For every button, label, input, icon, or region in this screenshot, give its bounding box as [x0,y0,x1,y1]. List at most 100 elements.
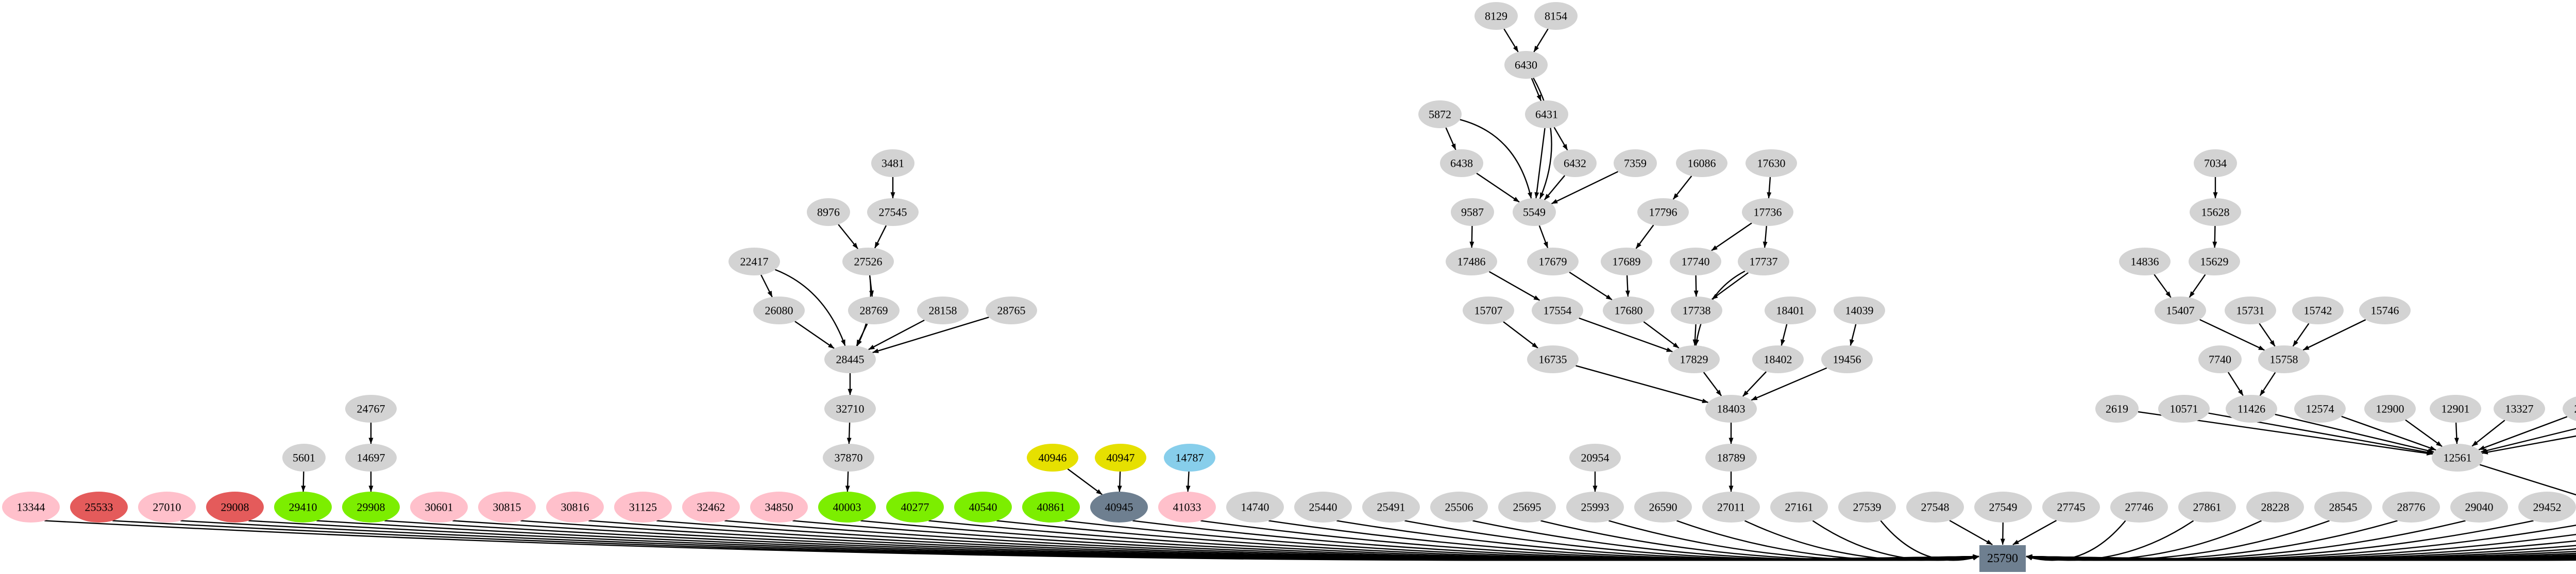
node-label: 27010 [153,501,181,514]
node-label: 15407 [2166,304,2195,317]
graph-edge [1488,271,1540,301]
node-ellipse [1534,2,1578,30]
node-ellipse [2246,492,2304,523]
graph-node-32462: 32462 [682,492,740,523]
graph-node-12574: 12574 [2294,395,2346,423]
node-ellipse [2095,395,2139,423]
graph-edge [1445,127,1456,150]
graph-node-28545: 28545 [2314,492,2372,523]
graph-edge-to-sink [2026,520,2194,561]
node-label: 32462 [697,501,725,514]
node-label: 2619 [2106,403,2128,415]
node-label: 11426 [2238,403,2265,415]
graph-edge [1569,271,1613,301]
node-label: 15629 [2200,255,2229,268]
node-label: 28545 [2329,501,2358,514]
node-label: 31125 [629,501,657,514]
graph-node-27545: 27545 [867,198,919,226]
node-ellipse [1742,198,1793,226]
graph-node-14697: 14697 [345,444,397,472]
graph-node-25440: 25440 [1294,492,1352,523]
node-ellipse [1362,492,1420,523]
graph-edge [1534,128,1546,199]
node-label: 17554 [1544,304,1572,317]
node-ellipse [2494,395,2545,423]
node-ellipse [1745,149,1797,177]
node-ellipse [1527,345,1579,373]
node-ellipse [1475,2,1518,30]
graph-node-29410: 29410 [274,492,332,523]
node-label: 17738 [1683,304,1711,317]
node-label: 27745 [2057,501,2086,514]
node-label: 25506 [1445,501,1473,514]
node-ellipse [1027,444,1078,472]
graph-edge-to-sink [1880,520,1979,561]
node-ellipse [2292,297,2344,324]
graph-node-30816: 30816 [546,492,604,523]
graph-edge [794,321,835,349]
graph-node-5872: 5872 [1418,100,1462,128]
node-label: 41033 [1173,501,1201,514]
node-label: 27526 [854,255,883,268]
graph-node-18401: 18401 [1765,297,1816,324]
node-label: 15731 [2236,304,2265,317]
node-label: 26080 [765,304,793,317]
node-ellipse [2110,492,2168,523]
node-ellipse [1446,248,1497,275]
node-label: 27549 [1989,501,2018,514]
node-label: 27861 [2193,501,2222,514]
graph-edge [1781,324,1788,346]
graph-edge-to-sink [1812,520,1979,561]
node-label: 29452 [2533,501,2562,514]
node-ellipse [2314,492,2372,523]
node-ellipse [2432,444,2483,472]
graph-node-17737: 17737 [1738,248,1789,275]
node-label: 25695 [1513,501,1541,514]
graph-node-40945: 40945 [1090,492,1148,523]
node-label: 6432 [1564,157,1586,170]
node-ellipse [1430,492,1488,523]
node-ellipse [2258,345,2310,373]
node-ellipse [1090,492,1148,523]
graph-edge [760,274,773,298]
node-ellipse [1671,297,1722,324]
graph-node-15628: 15628 [2190,198,2241,226]
graph-edge [1067,468,1103,495]
graph-node-15731: 15731 [2225,297,2276,324]
graph-node-28228: 28228 [2246,492,2304,523]
node-ellipse [2450,492,2508,523]
graph-edge [2341,415,2436,451]
node-label: 20954 [1581,451,1609,464]
graph-node-14836: 14836 [2119,248,2171,275]
node-label: 17737 [1750,255,1778,268]
node-label: 15707 [1475,304,1503,317]
node-ellipse [917,297,969,324]
node-ellipse [1158,492,1216,523]
graph-node-3481: 3481 [871,149,914,177]
node-label: 34850 [765,501,793,514]
node-ellipse [1440,149,1483,177]
graph-node-18403: 18403 [1705,395,1757,423]
node-label: 27545 [879,206,907,219]
graph-node-6430: 6430 [1504,51,1548,79]
graph-edge [1538,225,1549,248]
node-label: 40947 [1107,451,1135,464]
graph-edge [1692,324,1698,346]
graph-edge [2199,319,2265,351]
graph-node-12561: 12561 [2432,444,2483,472]
graph-node-13327: 13327 [2494,395,2545,423]
node-label: 18401 [1776,304,1805,317]
node-label: 15742 [2304,304,2332,317]
graph-edge [1643,321,1680,349]
node-label: 6430 [1515,59,1537,72]
graph-node-6438: 6438 [1440,149,1483,177]
node-ellipse [1164,444,1215,472]
graph-edge [2154,274,2172,298]
graph-node-25695: 25695 [1498,492,1556,523]
node-ellipse [138,492,196,523]
node-label: 18402 [1764,353,1792,366]
graph-node-17796: 17796 [1637,198,1689,226]
graph-edge [2479,464,2576,496]
node-ellipse [1906,492,1964,523]
node-label: 15758 [2270,353,2298,366]
